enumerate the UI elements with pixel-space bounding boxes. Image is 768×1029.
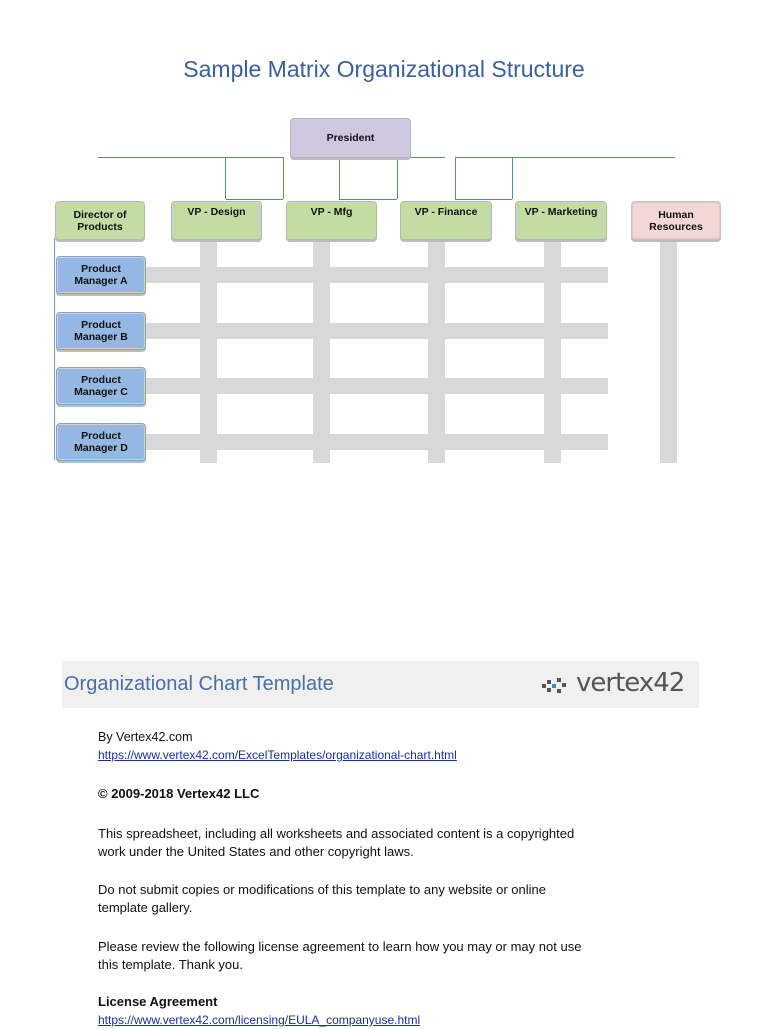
vp-mfg-label: VP - Mfg <box>310 206 353 218</box>
license-link[interactable]: https://www.vertex42.com/licensing/EULA_… <box>98 1013 421 1027</box>
vertex42-logo-text: vertex42 <box>576 668 685 698</box>
distribution-paragraph-line1: Do not submit copies or modifications of… <box>98 882 547 897</box>
template-link[interactable]: https://www.vertex42.com/ExcelTemplates/… <box>98 748 457 762</box>
manager-c-label: Product Manager C <box>74 374 128 398</box>
page-title: Sample Matrix Organizational Structure <box>183 56 585 82</box>
manager-a-node: Product Manager A <box>56 256 146 294</box>
manager-a-label: Product Manager A <box>74 263 128 287</box>
vertex42-logo: vertex42 <box>540 668 685 703</box>
license-paragraph-line1: Please review the following license agre… <box>98 939 582 954</box>
manager-c-node: Product Manager C <box>56 367 146 405</box>
vp-design-node: VP - Design <box>171 201 262 240</box>
manager-d-node: Product Manager D <box>56 423 146 461</box>
vp-finance-node: VP - Finance <box>400 201 492 240</box>
president-node: President <box>290 118 411 158</box>
director-node: Director of Products <box>55 201 145 240</box>
manager-b-label: Product Manager B <box>74 319 128 343</box>
director-label: Director of Products <box>73 208 127 233</box>
vp-marketing-node: VP - Marketing <box>515 201 607 240</box>
vertex42-logo-icon <box>542 678 566 693</box>
distribution-paragraph-line2: template gallery. <box>98 900 193 915</box>
hr-node: Human Resources <box>631 201 721 240</box>
banner-title: Organizational Chart Template <box>64 673 334 695</box>
copyright: © 2009-2018 Vertex42 LLC <box>98 786 260 801</box>
vp-mfg-node: VP - Mfg <box>286 201 377 240</box>
template-banner <box>62 661 699 708</box>
vp-finance-label: VP - Finance <box>414 206 478 218</box>
manager-b-node: Product Manager B <box>56 312 146 350</box>
vp-design-label: VP - Design <box>187 206 246 218</box>
license-paragraph-line2: this template. Thank you. <box>98 957 244 972</box>
copyright-paragraph-line2: work under the United States and other c… <box>98 844 414 859</box>
vp-marketing-label: VP - Marketing <box>524 206 598 218</box>
by-line: By Vertex42.com <box>98 730 193 744</box>
copyright-paragraph-line1: This spreadsheet, including all workshee… <box>98 826 575 841</box>
license-heading: License Agreement <box>98 994 218 1009</box>
manager-d-label: Product Manager D <box>74 430 128 454</box>
president-label: President <box>326 132 375 144</box>
hr-label: Human Resources <box>649 208 703 233</box>
